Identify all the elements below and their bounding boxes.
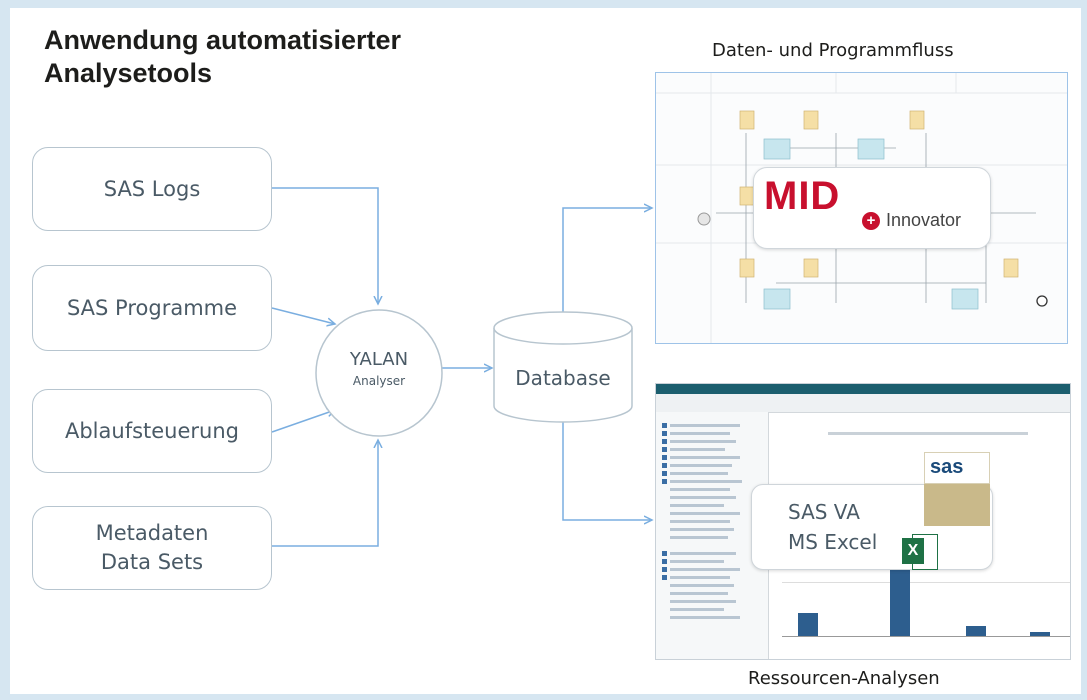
- report-canvas: [782, 432, 1070, 637]
- analyser-circle: [315, 309, 443, 437]
- source-box-ablaufsteuerung: Ablaufsteuerung: [32, 389, 272, 473]
- sas-logo-text: sas: [930, 456, 964, 478]
- tool-ms-excel: MS Excel: [788, 530, 878, 554]
- toolbar: [656, 394, 1070, 413]
- arrow-metadaten-to-analyser: [272, 440, 378, 547]
- source-label: Metadaten: [95, 521, 209, 545]
- excel-icon-letter: X: [902, 538, 924, 564]
- analyser-label: YALAN Analyser: [316, 348, 442, 390]
- excel-icon: X: [902, 532, 938, 570]
- arrow-database-to-resources: [562, 420, 652, 520]
- sas-partner-badge: sas: [924, 452, 990, 526]
- analyser-name: YALAN: [349, 349, 409, 370]
- plus-icon: +: [862, 212, 880, 230]
- source-label: SAS Programme: [66, 295, 238, 320]
- dataflow-screenshot: MID + Innovator: [655, 72, 1068, 344]
- data-pane: [656, 412, 769, 659]
- database-label: Database: [515, 366, 611, 390]
- bar-chart: [782, 554, 1070, 637]
- resources-caption: Ressourcen-Analysen: [748, 668, 940, 689]
- mid-logo-card: MID + Innovator: [753, 167, 991, 249]
- arrow-logs-to-analyser: [272, 187, 378, 304]
- analyser-sub: Analyser: [352, 374, 406, 388]
- arrow-ablauf-to-analyser: [271, 410, 335, 433]
- dataflow-graph: [656, 73, 1067, 343]
- innovator-label: Innovator: [886, 210, 962, 230]
- dataflow-caption: Daten- und Programmfluss: [712, 40, 954, 61]
- source-box-sas-programme: SAS Programme: [32, 265, 272, 351]
- window-titlebar: [656, 384, 1070, 394]
- arrow-programme-to-analyser: [271, 307, 335, 324]
- page-title: Anwendung automatisierter Analysetools: [44, 24, 401, 90]
- page-title-line1: Anwendung automatisierter: [44, 25, 402, 55]
- page-title-line2: Analysetools: [44, 58, 213, 88]
- source-label: Ablaufsteuerung: [64, 418, 239, 443]
- data-pane-list: [662, 423, 742, 619]
- resources-screenshot: SAS VA MS Excel sas X: [655, 383, 1071, 660]
- mid-logo-text: MID: [764, 174, 841, 218]
- source-box-sas-logs: SAS Logs: [32, 147, 272, 231]
- source-label: SAS Logs: [103, 176, 201, 201]
- tool-sas-va: SAS VA: [788, 500, 860, 524]
- source-label: Data Sets: [100, 550, 204, 574]
- arrow-database-to-dataflow: [562, 208, 652, 316]
- database-cylinder: [493, 311, 633, 423]
- source-box-metadaten: Metadaten Data Sets: [32, 506, 272, 590]
